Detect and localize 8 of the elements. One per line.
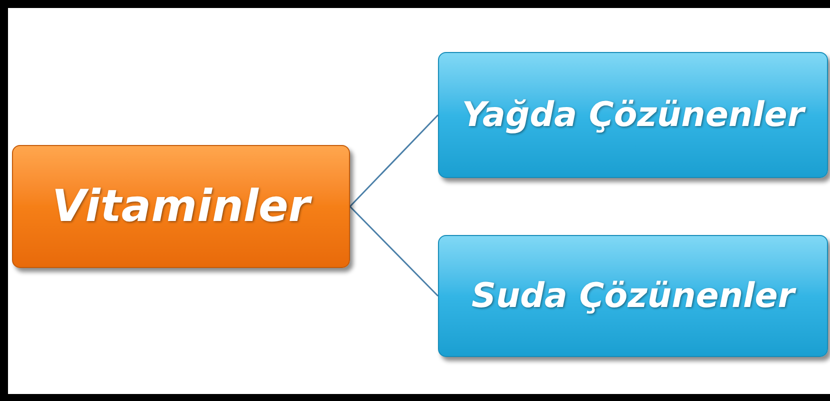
rounded-box bbox=[12, 145, 350, 268]
box-label: Vitaminler bbox=[52, 174, 310, 240]
rounded-box bbox=[438, 52, 828, 178]
connector-line bbox=[349, 206, 439, 297]
box-label: Suda Çözünenler bbox=[471, 274, 795, 318]
box-label: Yağda Çözünenler bbox=[462, 94, 804, 136]
connector-line bbox=[349, 114, 439, 208]
rounded-box bbox=[438, 235, 828, 357]
